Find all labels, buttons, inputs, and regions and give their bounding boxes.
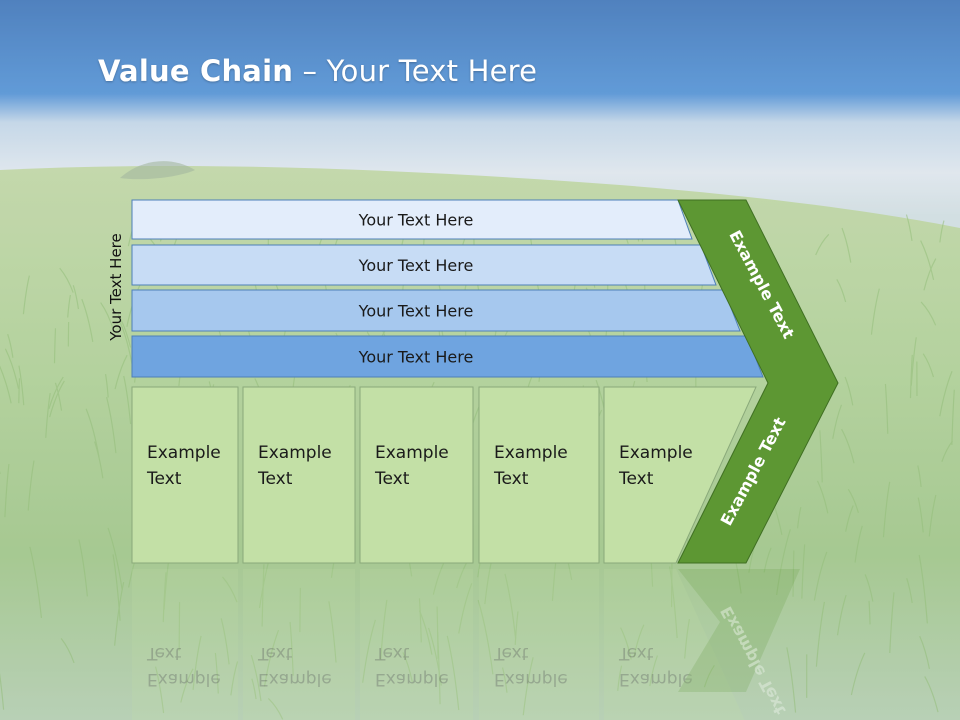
title-bold: Value Chain [98, 54, 294, 88]
reflection-line1-2: Example [258, 669, 332, 689]
band-label-3: Your Text Here [358, 302, 474, 321]
reflection-line2-2: Text [257, 643, 293, 663]
reflection-line1-1: Example [147, 669, 221, 689]
example-box-reflection-2: Example Text [243, 569, 355, 720]
example-box-line2-4: Text [493, 469, 529, 489]
example-box-line2-3: Text [374, 469, 410, 489]
reflection-line2-5: Text [618, 643, 654, 663]
reflection-line2-3: Text [374, 643, 410, 663]
chevron-arrow [677, 199, 839, 564]
example-box-line2-5: Text [618, 469, 654, 489]
example-box-line2-1: Text [146, 469, 182, 489]
title-rest: – Your Text Here [293, 54, 538, 88]
band-label-2: Your Text Here [358, 256, 474, 275]
reflection-line1-5: Example [619, 669, 693, 689]
example-box-reflection-4: Example Text [479, 569, 599, 720]
band-label-4: Your Text Here [358, 348, 474, 367]
example-box-line1-5: Example [619, 443, 693, 463]
example-box-line1-3: Example [375, 443, 449, 463]
reflection-box-shape-3 [360, 569, 473, 720]
reflection-line1-3: Example [375, 669, 449, 689]
reflection-box-shape-4 [479, 569, 599, 720]
example-box-reflection-5: Example Text [604, 569, 745, 720]
reflection-line2-1: Text [146, 643, 182, 663]
reflection-line2-4: Text [493, 643, 529, 663]
example-box-line1-4: Example [494, 443, 568, 463]
example-box-reflection-3: Example Text [360, 569, 473, 720]
example-box-2 [242, 386, 356, 564]
example-box-3 [359, 386, 474, 564]
example-box-4 [478, 386, 600, 564]
example-box-line2-2: Text [257, 469, 293, 489]
example-box-1 [131, 386, 239, 564]
slide-title: Value Chain – Your Text Here [98, 54, 537, 88]
band-2 [131, 244, 717, 286]
reflection-box-shape-5 [604, 569, 745, 720]
example-box-reflection-1: Example Text [132, 569, 238, 720]
reflection-line1-4: Example [494, 669, 568, 689]
band-3 [131, 289, 741, 332]
example-box-5 [603, 386, 757, 564]
reflection-box-shape-1 [132, 569, 238, 720]
band-4 [131, 335, 764, 378]
reflection-box-shape-2 [243, 569, 355, 720]
band-1 [131, 199, 693, 240]
reflection-layer: ExampleTextExampleTextExampleTextExample… [132, 569, 800, 720]
example-box-line1-2: Example [258, 443, 332, 463]
example-box-line1-1: Example [147, 443, 221, 463]
chevron-reflection-shape [678, 569, 800, 692]
band-label-1: Your Text Here [358, 211, 474, 230]
